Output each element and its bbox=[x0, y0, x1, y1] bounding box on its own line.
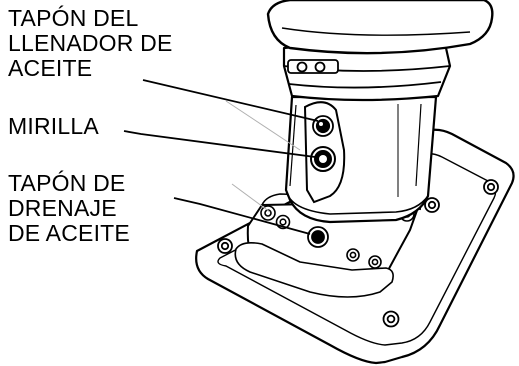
leader-oil-filler-plug bbox=[142, 79, 319, 122]
bolt bbox=[483, 179, 499, 195]
drain-plug bbox=[307, 226, 329, 248]
leader-sight-glass bbox=[123, 130, 316, 158]
bolt bbox=[382, 310, 400, 328]
leader-lines bbox=[123, 79, 319, 235]
oil-drain-plug-label: TAPÓN DE DRENAJE DE ACEITE bbox=[8, 170, 130, 246]
plate-bolts bbox=[217, 179, 499, 328]
faint-lines bbox=[225, 100, 301, 213]
top-cap bbox=[266, 0, 494, 55]
oil-filler-plug bbox=[312, 115, 334, 137]
leader-oil-drain-plug bbox=[173, 197, 311, 235]
bolt bbox=[217, 238, 233, 254]
bolt bbox=[424, 197, 440, 213]
lower-mount bbox=[234, 193, 422, 298]
oil-filler-plug-label: TAPÓN DEL LLENADOR DE ACEITE bbox=[8, 5, 173, 81]
sight-glass bbox=[310, 146, 336, 172]
sight-glass-label: MIRILLA bbox=[8, 113, 99, 139]
hose-clamp bbox=[287, 59, 339, 74]
